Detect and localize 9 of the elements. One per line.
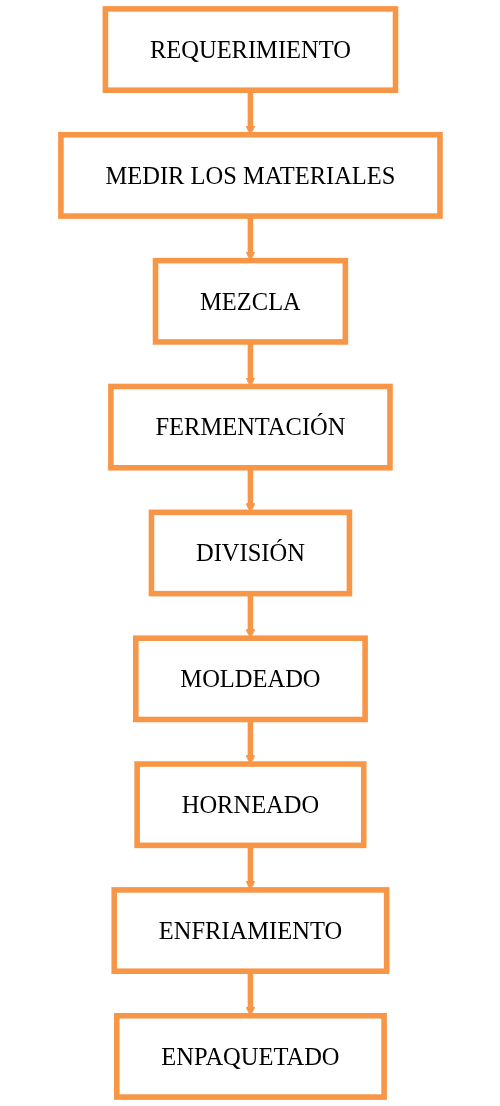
node-box: MEDIR LOS MATERIALES: [57, 132, 443, 219]
node-box: MEZCLA: [152, 257, 348, 345]
node-box: ENFRIAMIENTO: [111, 887, 389, 974]
node-box: MOLDEADO: [132, 635, 368, 723]
node-box: HORNEADO: [133, 761, 367, 849]
node-box: REQUERIMIENTO: [102, 6, 398, 93]
node-box: FERMENTACIÓN: [107, 383, 393, 471]
node-box: DIVISIÓN: [148, 509, 352, 597]
node-box: ENPAQUETADO: [113, 1013, 387, 1100]
